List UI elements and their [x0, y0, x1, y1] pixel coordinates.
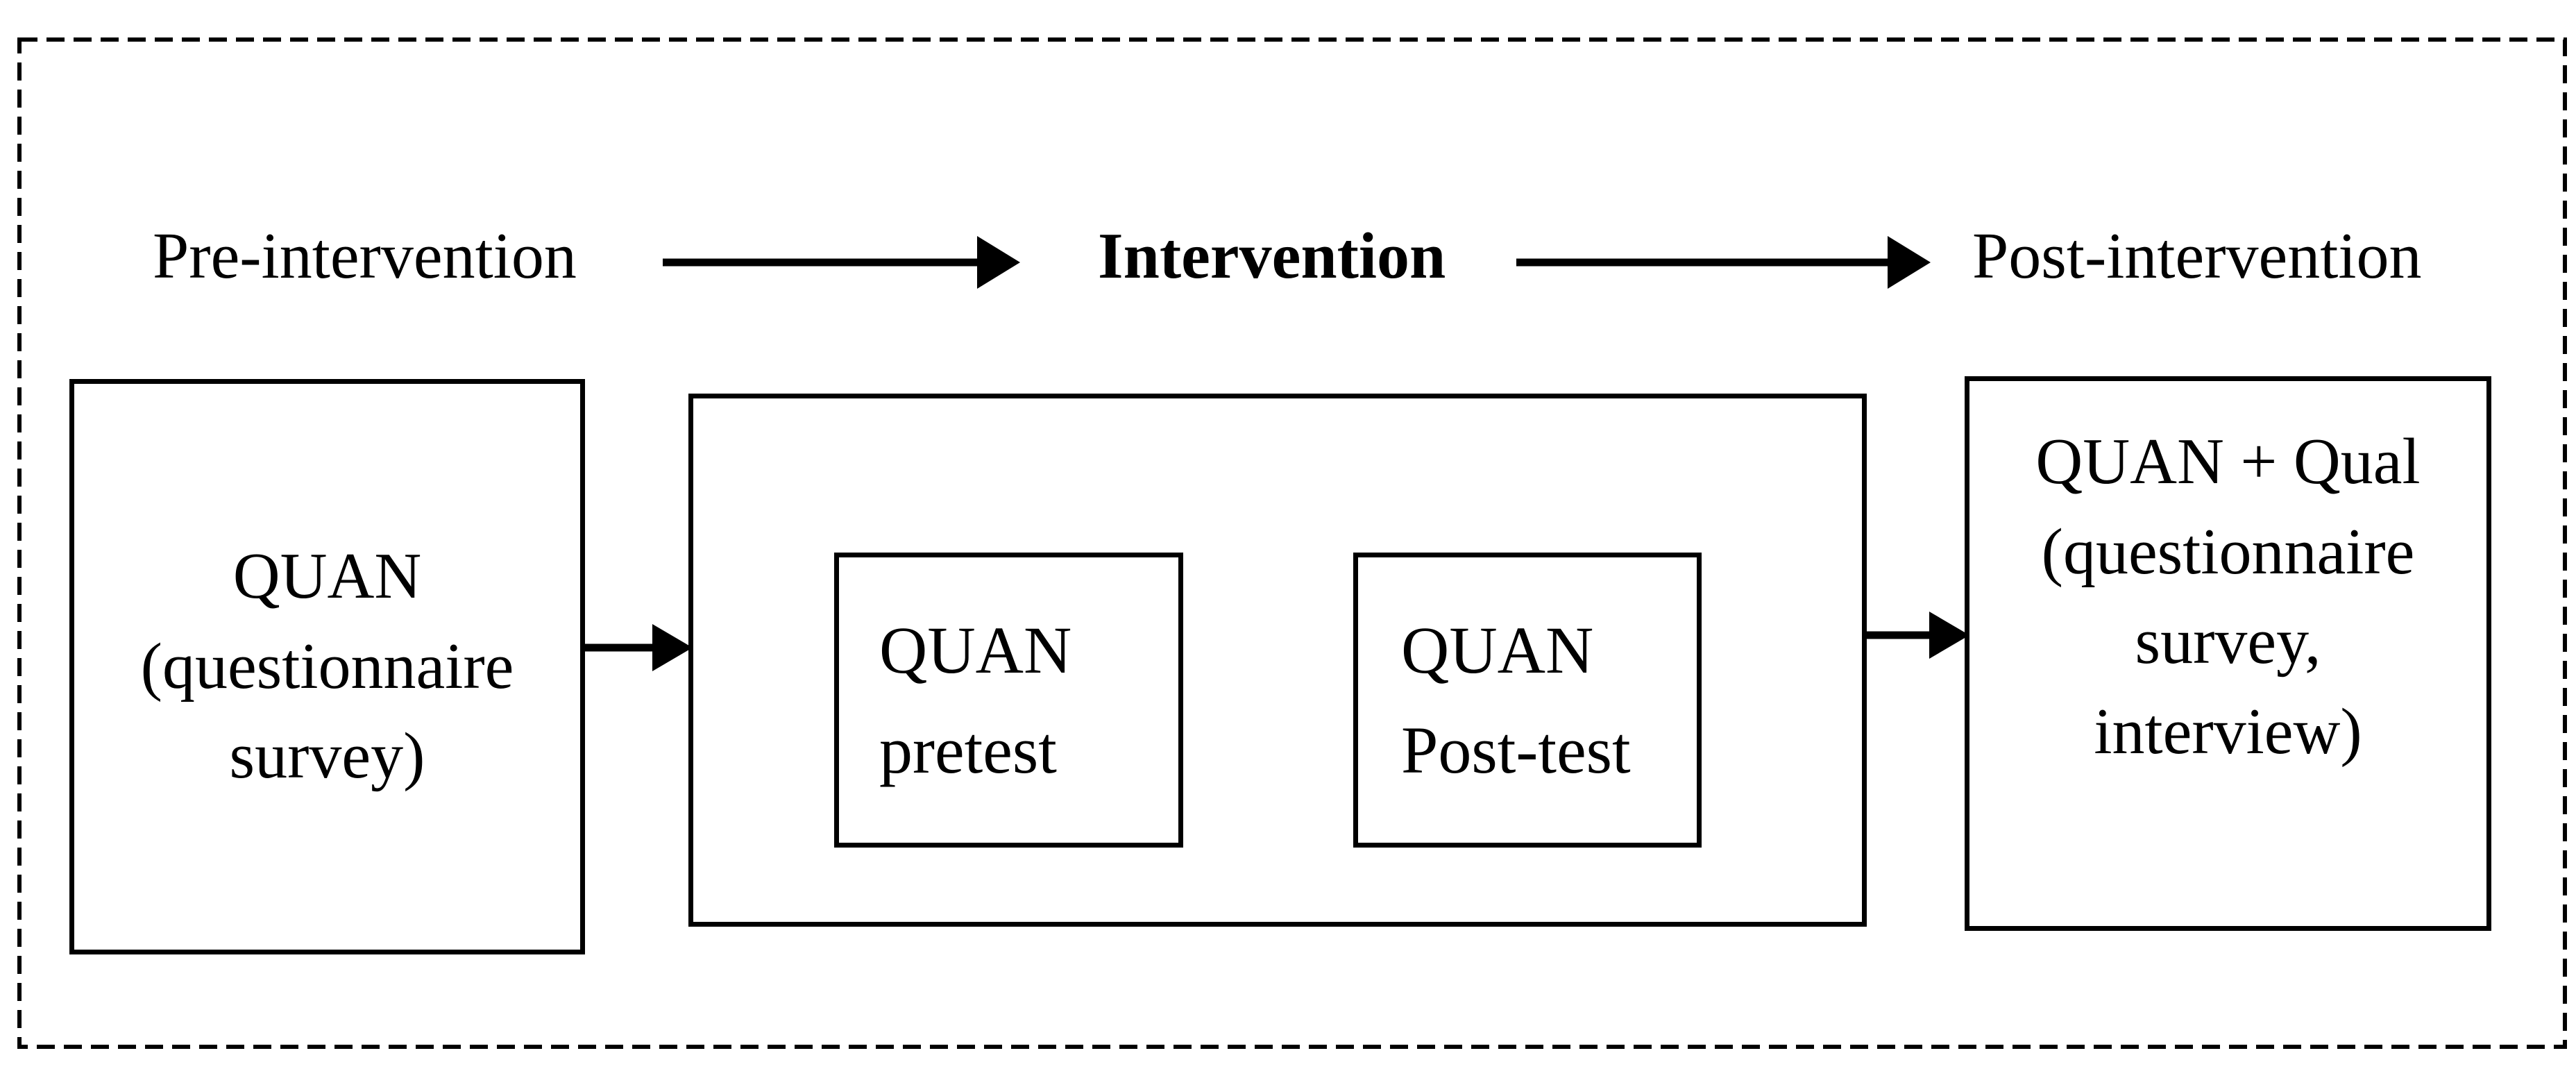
pre-intervention-box: QUAN (questionnaire survey) [69, 379, 585, 954]
quan-pretest-box: QUAN pretest [834, 553, 1183, 848]
phase-label-post-intervention: Post-intervention [1972, 220, 2422, 292]
right-arrow-icon-interventionbox-to-postbox [1867, 612, 1969, 659]
pre-intervention-box-label: QUAN (questionnaire survey) [140, 539, 514, 793]
quan-posttest-box: QUAN Post-test [1353, 553, 1702, 848]
post-intervention-box: QUAN + Qual (questionnaire survey, inter… [1965, 376, 2491, 931]
quan-pretest-box-label: QUAN pretest [879, 612, 1072, 787]
phase-label-intervention: Intervention [1098, 220, 1446, 292]
right-arrow-icon-pre-to-intervention [663, 236, 1020, 289]
quan-posttest-box-label: QUAN Post-test [1401, 612, 1631, 787]
outer-dashed-border [17, 37, 2567, 1049]
right-arrow-icon-intervention-to-post [1516, 236, 1931, 289]
right-arrow-icon-prebox-to-interventionbox [585, 624, 693, 671]
post-intervention-box-label: QUAN + Qual (questionnaire survey, inter… [2035, 426, 2421, 768]
phase-label-pre-intervention: Pre-intervention [153, 220, 577, 292]
